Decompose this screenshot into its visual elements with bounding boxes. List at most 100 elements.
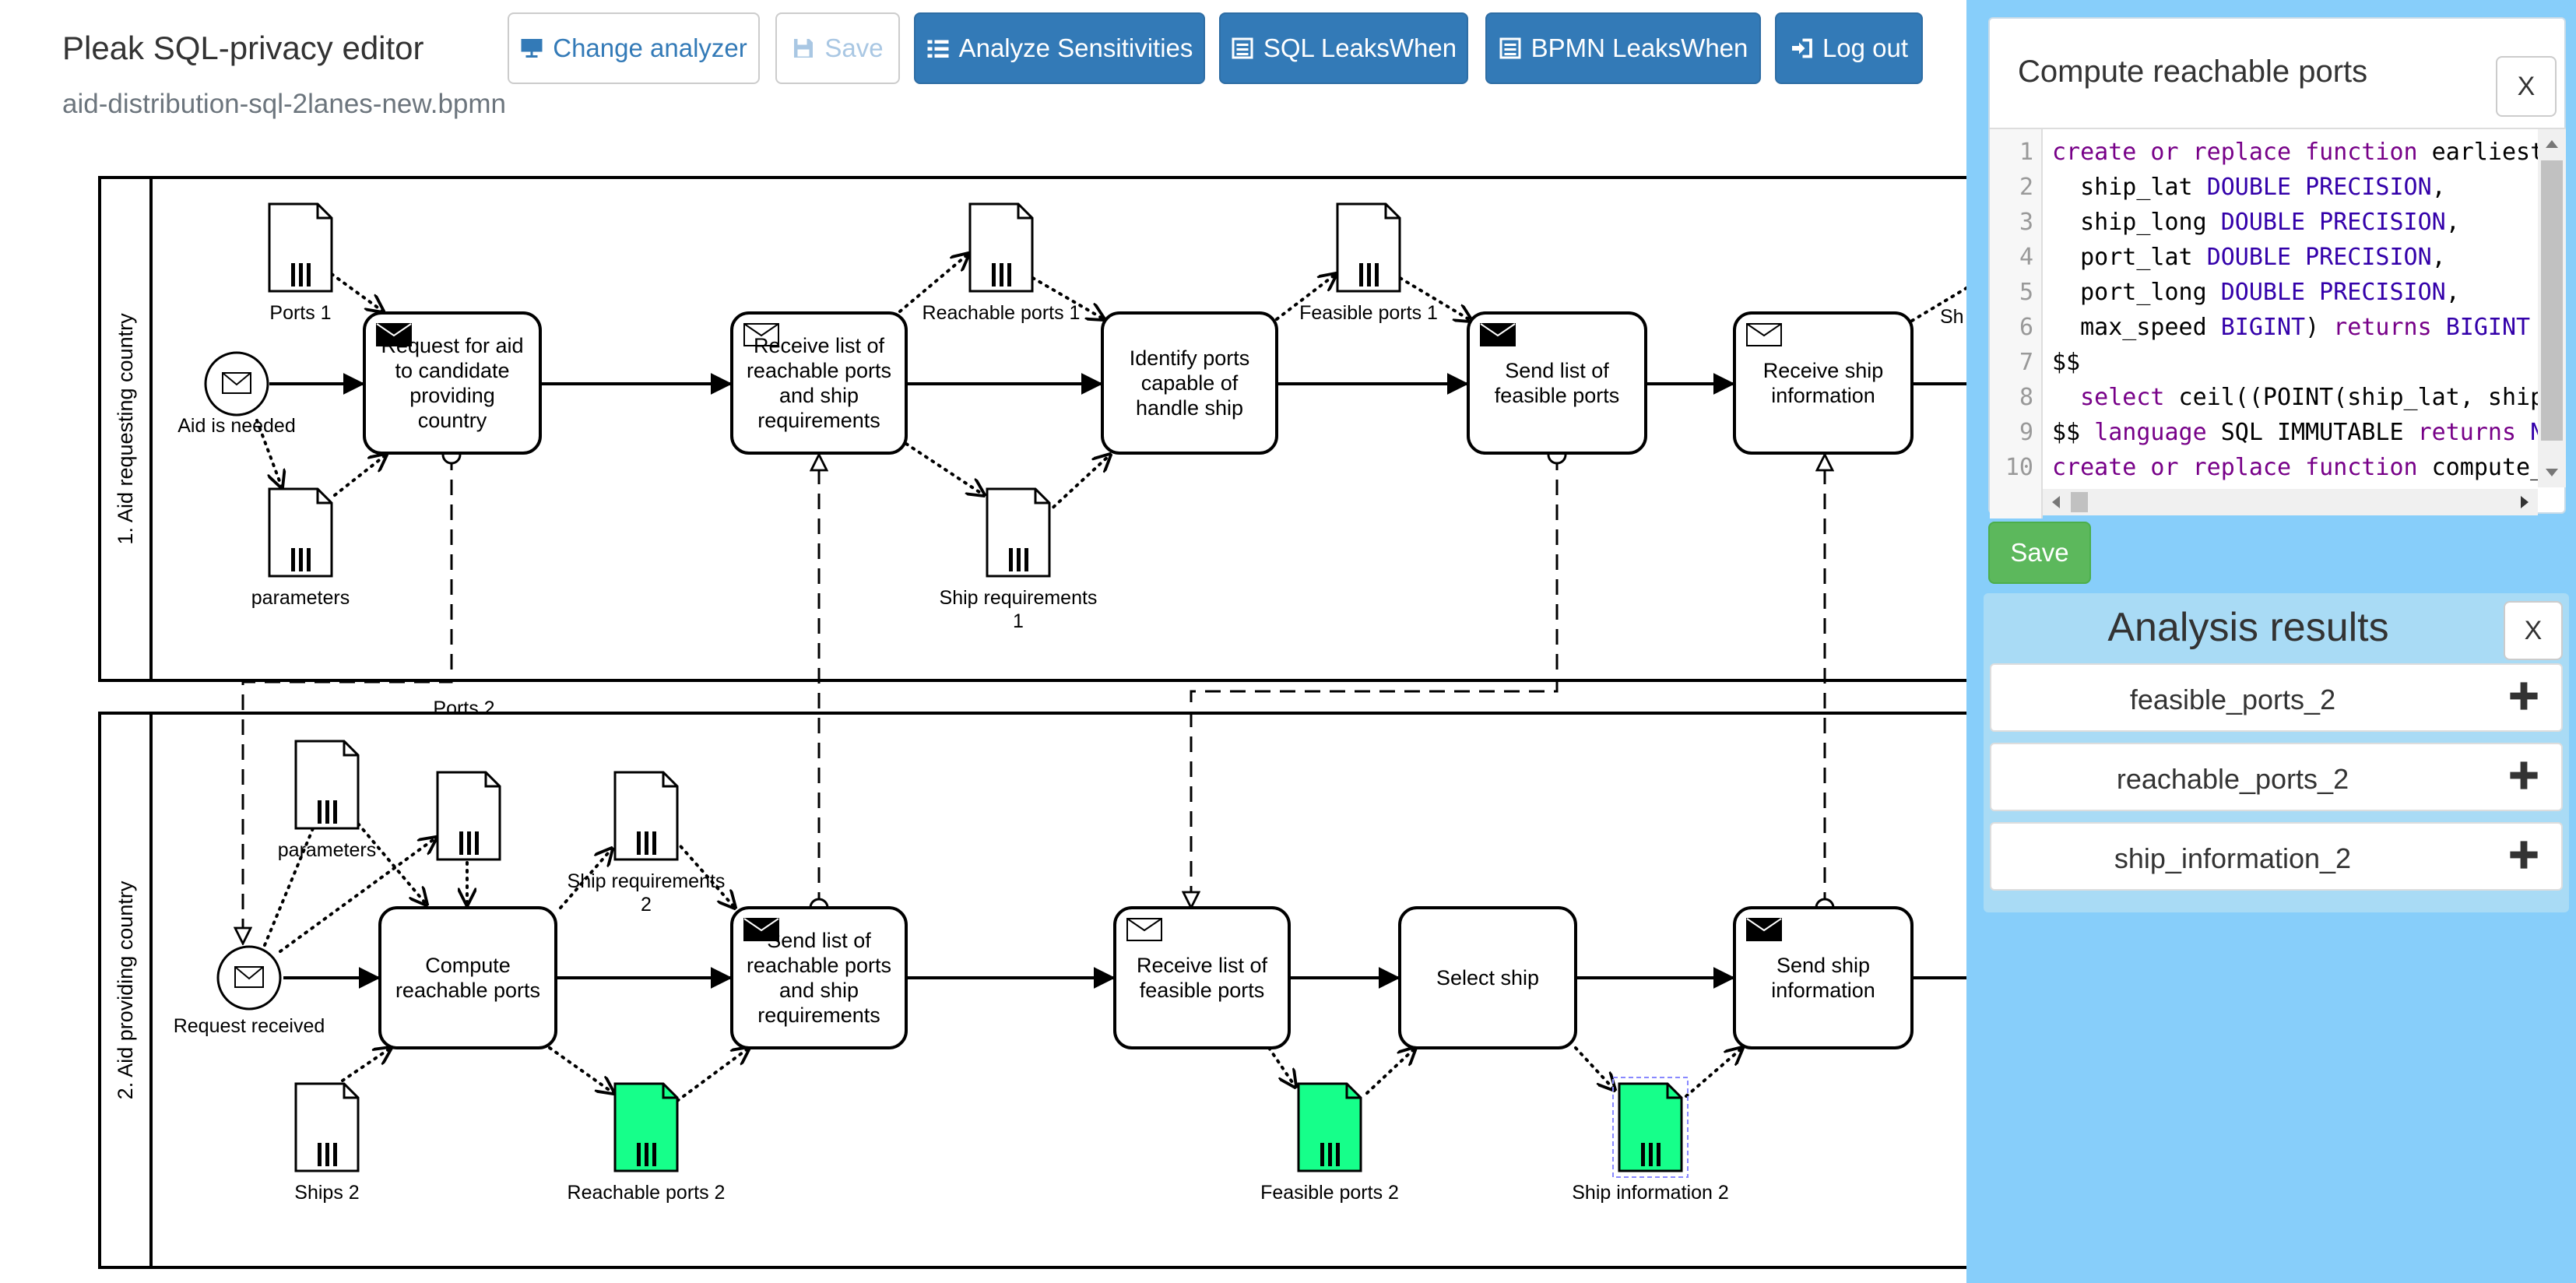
data-object-ship-information2[interactable]: Ship information 2 <box>1572 1077 1729 1204</box>
code-token: ship_lat <box>2052 174 2207 201</box>
task-label: handle ship <box>1136 396 1243 420</box>
horizontal-scrollbar[interactable] <box>2043 489 2538 515</box>
task-label: feasible ports <box>1495 384 1620 407</box>
code-token: ship_long <box>2052 209 2221 236</box>
projector-icon <box>521 39 543 58</box>
bpmn-canvas[interactable]: 1. Aid requesting country 2. Aid providi… <box>0 0 1966 1283</box>
tasks-icon <box>927 40 949 58</box>
code-line: ship_lat DOUBLE PRECISION, <box>2052 174 2446 201</box>
collection-marker-icon <box>1641 1143 1661 1166</box>
code-token: DOUBLE PRECISION <box>2206 174 2432 201</box>
code-token: DOUBLE PRECISION <box>2206 244 2432 271</box>
data-object-label: parameters <box>278 839 376 861</box>
collection-marker-icon <box>1320 1143 1340 1166</box>
task-label: reachable ports <box>395 979 540 1002</box>
task-label: reachable ports <box>747 359 891 382</box>
data-object-label: Feasible ports 1 <box>1299 302 1438 324</box>
line-number: 7 <box>2019 349 2033 376</box>
task-label: Send list of <box>1505 359 1609 382</box>
data-object-ports2[interactable]: Ports 2 <box>433 698 501 861</box>
collection-marker-icon <box>318 1143 337 1166</box>
change-analyzer-button[interactable]: Change analyzer <box>508 12 760 84</box>
code-token: $$ <box>2052 419 2095 446</box>
vertical-scrollbar[interactable] <box>2538 129 2566 487</box>
event-label: Aid is needed <box>177 415 296 437</box>
code-line: create or replace function compute_r <box>2052 454 2558 481</box>
data-object-reachable-ports1[interactable]: Reachable ports 1 <box>923 202 1081 324</box>
code-token: DOUBLE PRECISION <box>2220 209 2446 236</box>
lane-aid-requesting[interactable]: 1. Aid requesting country <box>98 176 1966 682</box>
task-label: requirements <box>757 409 880 432</box>
plus-icon[interactable] <box>2507 758 2541 793</box>
data-object-feasible-ports1[interactable]: Feasible ports 1 <box>1299 202 1438 324</box>
result-item[interactable]: reachable_ports_2 <box>1990 743 2563 811</box>
code-token: , <box>2445 279 2460 306</box>
result-label: feasible_ports_2 <box>2129 684 2336 715</box>
start-event-aid-needed[interactable]: Aid is needed <box>177 351 296 437</box>
close-editor-button[interactable]: X <box>2496 56 2557 117</box>
save-code-button[interactable]: Save <box>1988 522 2091 584</box>
code-line: $$ <box>2052 349 2080 376</box>
sql-leakswhen-button[interactable]: SQL LeaksWhen <box>1219 12 1468 84</box>
result-item[interactable]: ship_information_2 <box>1990 822 2563 891</box>
code-token: SQL IMMUTABLE <box>2206 419 2418 446</box>
logout-button[interactable]: Log out <box>1775 12 1923 84</box>
collection-marker-icon <box>637 831 656 855</box>
plus-icon[interactable] <box>2507 838 2541 872</box>
task-label: providing <box>409 384 495 407</box>
list-alt-icon <box>1232 37 1253 59</box>
horizontal-scroll-thumb[interactable] <box>2071 492 2088 512</box>
sql-leakswhen-label: SQL LeaksWhen <box>1263 33 1457 62</box>
floppy-disk-icon <box>794 39 814 58</box>
data-object-ships2[interactable]: Ships 2 <box>294 1082 360 1204</box>
data-object-label: Ship requirements <box>940 587 1098 609</box>
data-object-ports1[interactable]: Ports 1 <box>268 202 333 324</box>
analyze-sensitivities-label: Analyze Sensitivities <box>958 33 1193 62</box>
code-token: max_speed <box>2052 314 2221 341</box>
save-diagram-button[interactable]: Save <box>775 12 900 84</box>
task-label: Compute <box>425 954 511 977</box>
result-item[interactable]: feasible_ports_2 <box>1990 663 2563 732</box>
task-label: information <box>1771 979 1875 1002</box>
receive-envelope-icon <box>1126 918 1162 941</box>
collection-marker-icon <box>291 548 311 571</box>
task-label: country <box>418 409 487 432</box>
data-object-parameters1[interactable]: parameters <box>251 487 350 609</box>
data-object-label: parameters <box>251 587 350 609</box>
task-select-ship[interactable]: Select ship <box>1398 906 1577 1049</box>
line-number: 10 <box>2005 454 2033 481</box>
close-results-button[interactable]: X <box>2504 601 2563 660</box>
data-object-parameters2[interactable]: parameters <box>278 740 376 861</box>
code-token: ceil((POINT(ship_lat, ship_ <box>2164 384 2559 411</box>
plus-icon[interactable] <box>2507 679 2541 713</box>
line-number: 2 <box>2019 174 2033 201</box>
editor-title: Compute reachable ports <box>2018 54 2368 89</box>
start-event-request-received[interactable]: Request received <box>174 945 325 1037</box>
code-token <box>2432 314 2446 341</box>
scroll-right-icon <box>2521 496 2529 508</box>
bpmn-leakswhen-button[interactable]: BPMN LeaksWhen <box>1485 12 1761 84</box>
collection-marker-icon <box>459 831 479 855</box>
list-alt-icon <box>1499 37 1521 59</box>
vertical-scroll-thumb[interactable] <box>2541 160 2563 441</box>
task-label: Send list of <box>767 929 871 952</box>
data-object-reachable-ports2[interactable]: Reachable ports 2 <box>568 1082 726 1204</box>
lane-aid-providing[interactable]: 2. Aid providing country <box>98 712 1966 1269</box>
data-object-feasible-ports2[interactable]: Feasible ports 2 <box>1260 1082 1399 1204</box>
analyze-sensitivities-button[interactable]: Analyze Sensitivities <box>914 12 1205 84</box>
code-line: create or replace function earliest_ <box>2052 139 2558 166</box>
